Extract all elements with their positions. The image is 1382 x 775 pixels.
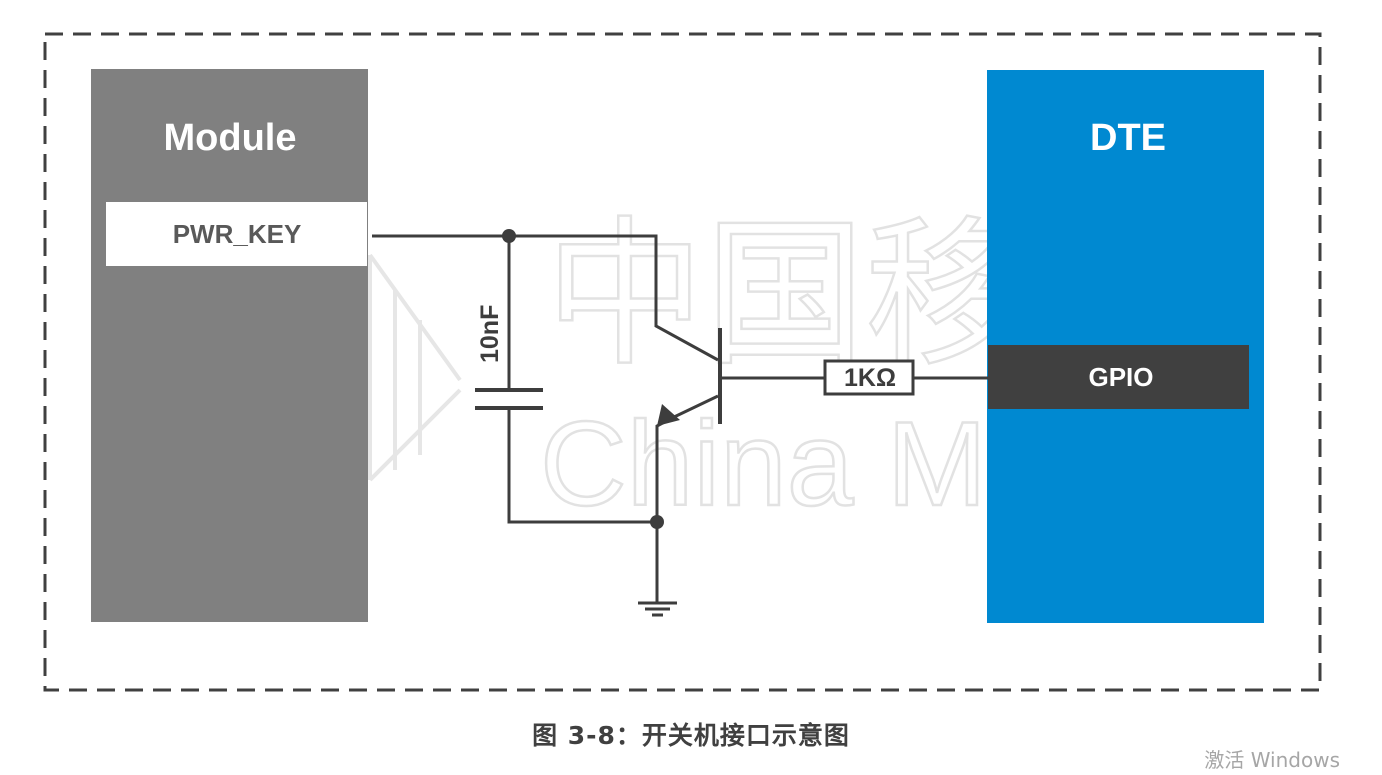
- emitter-arrow-icon: [657, 404, 680, 426]
- module-title: Module: [164, 117, 297, 159]
- resistor-label: 1KΩ: [844, 364, 896, 392]
- resistor-symbol: [823, 359, 915, 396]
- ground-icon: [638, 601, 677, 617]
- dte-title: DTE: [1090, 117, 1166, 159]
- transistor-symbol: [657, 328, 722, 426]
- gpio-pin-box: [988, 345, 1249, 409]
- capacitor-label: 10nF: [476, 305, 504, 363]
- watermark-logo-icon: [368, 253, 462, 482]
- watermark: 中国移 China M: [368, 204, 1026, 532]
- watermark-chinese: 中国移: [545, 205, 1025, 384]
- junction-dot-bottom: [650, 515, 664, 529]
- figure-caption: 图 3-8：开关机接口示意图: [532, 721, 850, 750]
- module-block: [91, 69, 368, 622]
- capacitor-symbol: [475, 388, 543, 410]
- watermark-latin: China M: [540, 397, 987, 531]
- pwr-key-pin-box: [106, 202, 367, 266]
- activate-windows-note: 激活 Windows: [1204, 748, 1340, 772]
- gpio-pin-label: GPIO: [1088, 362, 1153, 392]
- junction-dot-top: [502, 229, 516, 243]
- pwr-key-pin-label: PWR_KEY: [173, 219, 302, 249]
- dashed-frame: [43, 32, 1322, 692]
